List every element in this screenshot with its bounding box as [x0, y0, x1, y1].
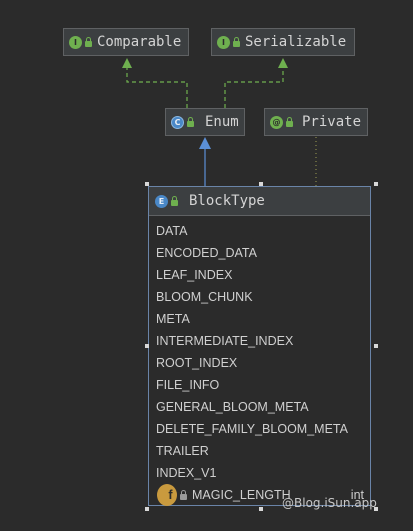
enum-constant[interactable]: META [156, 312, 190, 326]
enum-constant[interactable]: INTERMEDIATE_INDEX [156, 334, 294, 348]
selection-handle[interactable] [145, 344, 149, 348]
edge-enum-serializable [224, 66, 284, 108]
node-label: Serializable [245, 34, 347, 50]
enum-icon: E [155, 194, 168, 208]
node-label: Enum [205, 114, 239, 130]
node-label: BlockType [189, 193, 265, 209]
arrowhead-comparable [122, 58, 132, 68]
field-type: int [350, 488, 364, 502]
node-blocktype[interactable]: E BlockType DATA ENCODED_DATA LEAF_INDEX… [148, 186, 371, 506]
watermark: @Blog.iSun.app [282, 496, 377, 510]
selection-handle[interactable] [145, 507, 149, 511]
public-lock-icon [171, 195, 178, 206]
abstract-class-icon: C [171, 115, 184, 129]
field-list: DATA ENCODED_DATA LEAF_INDEX BLOOM_CHUNK… [149, 216, 370, 506]
node-private[interactable]: @ Private [264, 108, 368, 136]
enum-constant[interactable]: LEAF_INDEX [156, 268, 233, 282]
enum-constant[interactable]: DATA [156, 224, 188, 238]
node-serializable[interactable]: I Serializable [211, 28, 355, 56]
constant-field-row[interactable]: f MAGIC_LENGTH int [149, 484, 370, 506]
node-comparable[interactable]: I Comparable [63, 28, 189, 56]
enum-constant[interactable]: FILE_INFO [156, 378, 220, 392]
enum-constant[interactable]: INDEX_V1 [156, 466, 217, 480]
interface-icon: I [69, 35, 82, 49]
public-lock-icon [85, 36, 92, 47]
field-icon: f [157, 484, 177, 506]
enum-constant[interactable]: GENERAL_BLOOM_META [156, 400, 309, 414]
interface-icon: I [217, 35, 230, 49]
public-lock-icon [187, 116, 194, 127]
selection-handle[interactable] [145, 182, 149, 186]
arrowhead-enum [199, 137, 211, 149]
selection-handle[interactable] [259, 507, 263, 511]
selection-handle[interactable] [259, 182, 263, 186]
selection-handle[interactable] [374, 344, 378, 348]
edge-enum-comparable [126, 66, 188, 108]
enum-constant[interactable]: DELETE_FAMILY_BLOOM_META [156, 422, 348, 436]
blocktype-header: E BlockType [149, 187, 370, 216]
selection-handle[interactable] [374, 507, 378, 511]
enum-constant[interactable]: TRAILER [156, 444, 209, 458]
public-lock-icon [233, 36, 240, 47]
enum-constant[interactable]: BLOOM_CHUNK [156, 290, 253, 304]
enum-constant[interactable]: ENCODED_DATA [156, 246, 257, 260]
public-lock-icon [286, 116, 293, 127]
node-label: Private [302, 114, 362, 130]
field-name: MAGIC_LENGTH [192, 488, 291, 502]
lock-icon [180, 489, 187, 500]
node-enum[interactable]: C Enum [165, 108, 245, 136]
annotation-icon: @ [270, 115, 283, 129]
enum-constant[interactable]: ROOT_INDEX [156, 356, 238, 370]
selection-handle[interactable] [374, 182, 378, 186]
node-label: Comparable [97, 34, 182, 50]
arrowhead-serializable [278, 58, 288, 68]
